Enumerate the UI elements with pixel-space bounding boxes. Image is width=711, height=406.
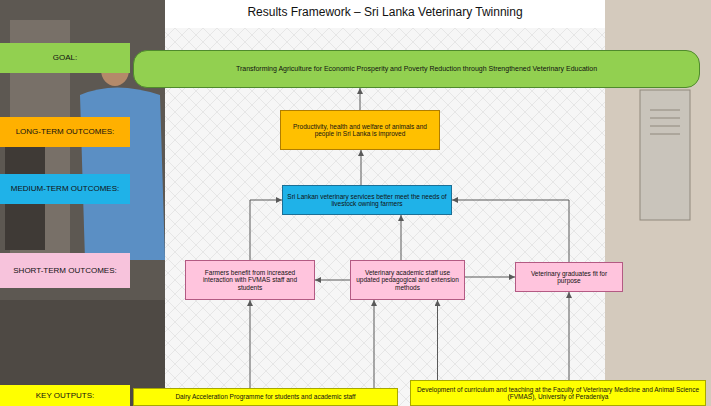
connector-arrow [465,277,515,278]
row-label: MEDIUM-TERM OUTCOMES: [0,174,130,204]
node-text: GOAL: [53,53,77,62]
connector-arrow [569,292,570,380]
connector-arrow [361,150,362,185]
output-box: Development of curriculum and teaching a… [410,380,706,406]
outcome-box: Farmers benefit from increased interacti… [185,260,315,300]
node-text: SHORT-TERM OUTCOMES: [13,266,116,275]
connector-arrow [374,300,375,388]
row-label: SHORT-TERM OUTCOMES: [0,253,130,288]
row-label: GOAL: [0,43,130,73]
node-text: Sri Lankan veterinary services better me… [287,193,447,208]
node-text: LONG-TERM OUTCOMES: [16,127,115,136]
outcome-box: Veterinary academic staff use updated pe… [350,260,465,300]
outcome-box: Veterinary graduates fit for purpose [515,262,623,292]
connector-arrow [401,215,402,260]
photo-vents [650,110,680,134]
photo-electric-box [640,90,690,220]
connector-arrow [315,280,350,281]
connector-arrow [250,200,282,260]
node-text: Veterinary graduates fit for purpose [520,270,618,285]
node-text: Development of curriculum and teaching a… [415,386,701,401]
row-label: LONG-TERM OUTCOMES: [0,117,130,147]
connector-arrow [437,300,438,380]
diagram-title: Results Framework – Sri Lanka Veterinary… [165,5,605,19]
node-text: Dairy Acceleration Programme for student… [175,393,355,400]
title-bar [165,0,605,28]
node-text: Productivity, health and welfare of anim… [285,123,435,138]
node-text: Farmers benefit from increased interacti… [190,269,310,291]
node-text: KEY OUTPUTS: [36,391,95,400]
connector-arrow [452,200,569,262]
row-label: KEY OUTPUTS: [0,385,130,406]
outcome-box: Productivity, health and welfare of anim… [280,110,440,150]
node-text: MEDIUM-TERM OUTCOMES: [11,184,119,193]
node-text: Transforming Agriculture for Economic Pr… [236,65,597,73]
node-text: Veterinary academic staff use updated pe… [355,269,460,291]
connector-arrow [360,88,361,110]
connector-arrow [250,300,251,388]
goal-box: Transforming Agriculture for Economic Pr… [133,50,700,88]
output-box: Dairy Acceleration Programme for student… [133,388,398,406]
outcome-box: Sri Lankan veterinary services better me… [282,185,452,215]
